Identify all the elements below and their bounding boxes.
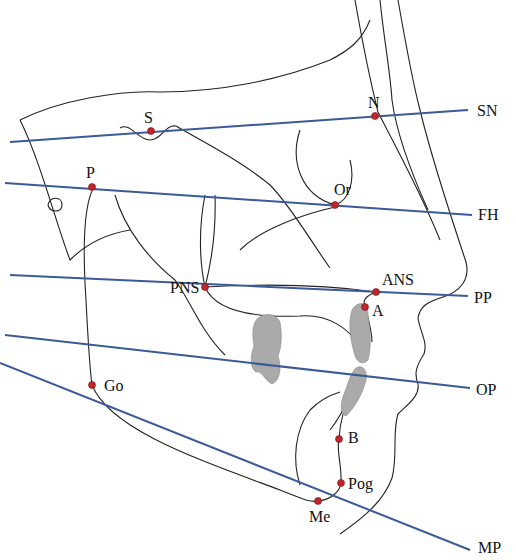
landmark-dot: [89, 184, 96, 191]
ear-rod: [48, 198, 62, 211]
landmark-label: ANS: [382, 272, 414, 288]
landmark-dot: [315, 498, 322, 505]
plane-label: PP: [474, 290, 492, 306]
landmark-label: S: [144, 110, 153, 126]
landmark-label: PNS: [170, 280, 199, 296]
symphysis-inner: [296, 392, 340, 485]
landmark-dot: [336, 436, 343, 443]
occlusal-plane: [5, 335, 470, 388]
sn-plane: [10, 110, 468, 142]
landmark-dot: [89, 382, 96, 389]
mandible: [84, 185, 352, 501]
landmark-label: A: [372, 303, 384, 319]
landmark-dot: [373, 289, 380, 296]
ramus-anterior: [115, 195, 225, 355]
landmark-dot: [372, 113, 379, 120]
frontal-outline: [380, 0, 428, 210]
landmark-label: N: [368, 95, 380, 111]
landmarks: [89, 113, 380, 505]
landmark-label: Or: [334, 182, 351, 198]
landmark-dot: [202, 284, 209, 291]
soft-tissue-profile: [340, 0, 467, 534]
mandibular-plane: [0, 363, 470, 550]
nasal-outline: [355, 0, 440, 240]
landmark-dot: [332, 202, 339, 209]
teeth: [251, 304, 370, 416]
landmark-label: B: [348, 430, 359, 446]
plane-label: SN: [477, 103, 497, 119]
landmark-label: Me: [309, 509, 330, 525]
plane-label: OP: [476, 382, 496, 398]
plane-label: MP: [478, 540, 501, 556]
plane-label: FH: [478, 207, 498, 223]
landmark-label: Go: [104, 378, 124, 394]
fh-plane: [5, 183, 472, 215]
cranial-base: [20, 20, 370, 120]
landmark-dot: [338, 480, 345, 487]
reference-planes: [0, 110, 472, 550]
landmark-dot: [362, 304, 369, 311]
orbit: [296, 130, 352, 205]
landmark-dot: [148, 128, 155, 135]
pterygomaxillary-fissure: [200, 195, 215, 287]
tracing-lines: [20, 0, 467, 534]
molar: [251, 315, 281, 384]
upper-incisor: [350, 304, 370, 363]
zygoma: [240, 207, 335, 250]
landmark-label: Pog: [348, 476, 373, 492]
landmark-label: P: [86, 165, 95, 181]
